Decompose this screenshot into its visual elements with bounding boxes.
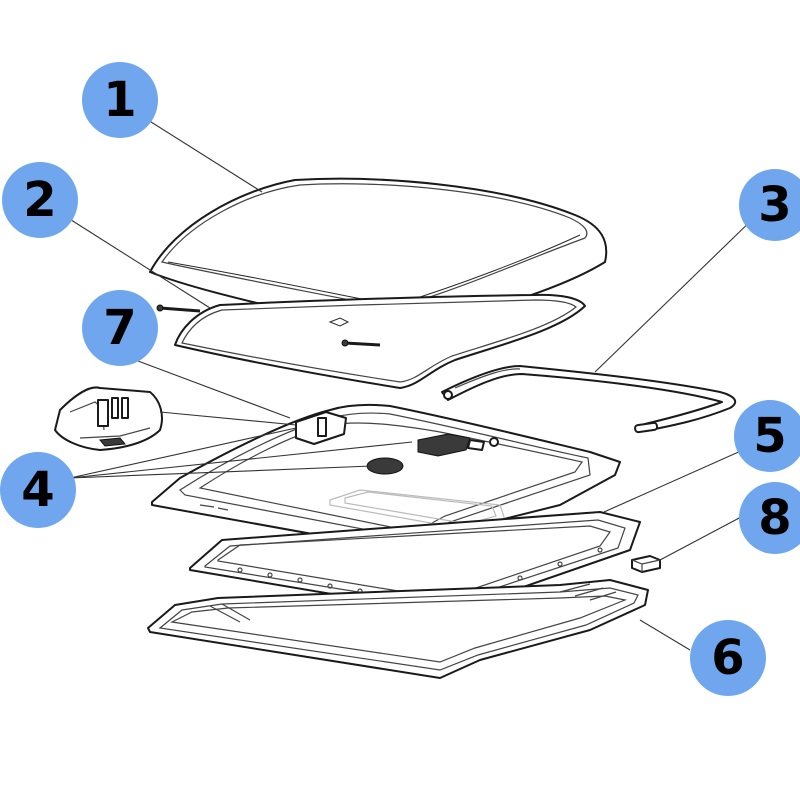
callout-8-circle xyxy=(739,482,800,554)
mounting-frame xyxy=(147,579,649,679)
callout-5: 5 xyxy=(734,400,800,472)
callout-1-label: 1 xyxy=(103,72,136,128)
callout-7-label: 7 xyxy=(103,300,136,356)
hinge-detail-inset xyxy=(54,386,163,451)
callout-7: 7 xyxy=(82,290,158,366)
rubber-seal xyxy=(156,293,586,389)
callout-3-circle xyxy=(739,169,800,241)
callout-4-circle xyxy=(0,452,76,528)
small-clip xyxy=(631,555,661,573)
callout-6-circle xyxy=(690,620,766,696)
leader-lines xyxy=(67,114,761,651)
callout-2: 2 xyxy=(2,162,78,238)
callout-3-label: 3 xyxy=(758,177,791,233)
callout-5-circle xyxy=(734,400,800,472)
callout-4-label: 4 xyxy=(21,462,54,518)
callout-2-label: 2 xyxy=(23,172,56,228)
callout-7-circle xyxy=(82,290,158,366)
callout-8: 8 xyxy=(739,482,800,554)
callout-6-label: 6 xyxy=(711,630,744,686)
lifting-arm xyxy=(441,365,737,434)
callout-3: 3 xyxy=(739,169,800,241)
callout-2-circle xyxy=(2,162,78,238)
callout-1-circle xyxy=(82,62,158,138)
callout-1: 1 xyxy=(82,62,158,138)
inner-frame xyxy=(189,511,641,613)
frame-assembly xyxy=(151,403,621,553)
callout-5-label: 5 xyxy=(753,408,786,464)
callout-8-label: 8 xyxy=(758,490,791,546)
callout-4: 4 xyxy=(0,452,76,528)
callout-6: 6 xyxy=(690,620,766,696)
